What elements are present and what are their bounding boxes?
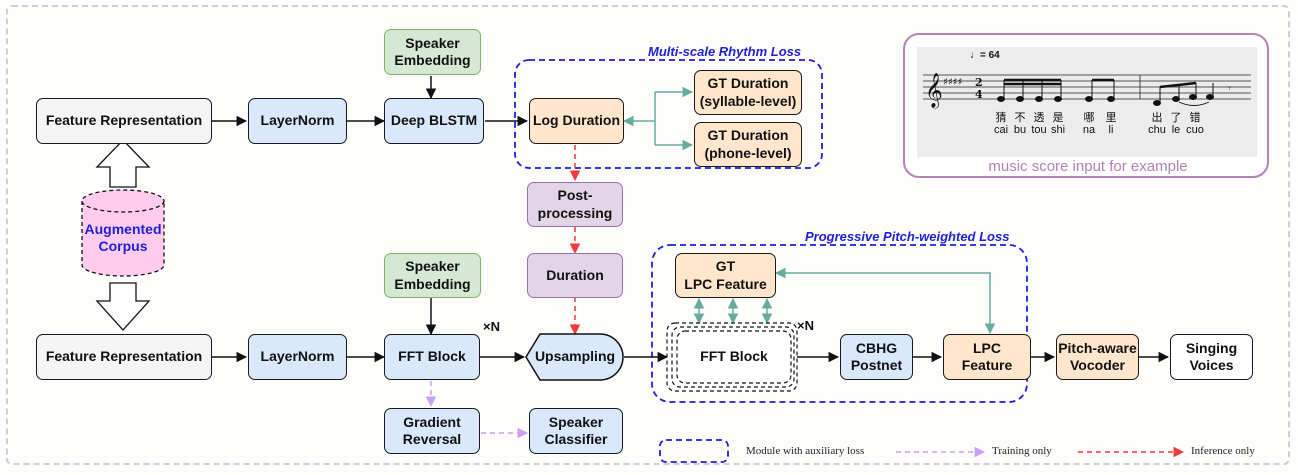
lyric-hanzi: 猜 — [995, 112, 1007, 124]
gt-lpc-feature: GT LPC Feature — [675, 253, 776, 298]
lyric-pinyin: li — [1108, 124, 1114, 136]
lyric-hanzi: 是 — [1052, 112, 1064, 124]
rhythm-loss-group — [514, 59, 823, 169]
lyric-hanzi: 错 — [1189, 112, 1201, 124]
speaker-classifier: Speaker Classifier — [529, 408, 623, 454]
duration: Duration — [527, 253, 623, 298]
augmented-corpus-cylinder — [81, 189, 165, 277]
legend-inference-label: Inference only — [1191, 445, 1255, 457]
svg-text:4: 4 — [975, 88, 983, 101]
fft-block-main: FFT Block — [384, 334, 480, 380]
deep-blstm: Deep BLSTM — [384, 98, 484, 144]
feature-representation-bottom: Feature Representation — [36, 334, 212, 380]
pitch-loss-label: Progressive Pitch-weighted Loss — [805, 229, 1010, 244]
post-processing: Post- processing — [527, 182, 623, 227]
pitch-loss-group — [651, 244, 1028, 403]
lyric-hanzi: 里 — [1105, 112, 1117, 124]
lyric-pinyin: chu — [1148, 124, 1166, 136]
hollow-arrow-down — [95, 282, 151, 331]
legend-aux-label: Module with auxiliary loss — [746, 445, 865, 457]
lyric-hanzi: 不 — [1014, 112, 1026, 124]
augmented-corpus-label: Augmented Corpus — [84, 220, 162, 255]
svg-text:𝄾: 𝄾 — [1228, 82, 1231, 95]
log-duration: Log Duration — [529, 98, 624, 144]
lyric-pinyin: bu — [1013, 124, 1027, 136]
gt-duration-syllable: GT Duration (syllable-level) — [694, 70, 802, 115]
layernorm-top: LayerNorm — [248, 98, 347, 144]
hollow-arrow-up — [95, 139, 151, 188]
speaker-embedding-top: Speaker Embedding — [384, 29, 481, 75]
lyric-pinyin: cai — [993, 124, 1009, 136]
upsampling-shape — [525, 333, 624, 381]
fft-block-inner: FFT Block — [700, 348, 768, 365]
svg-text:𝄞: 𝄞 — [925, 73, 943, 109]
rhythm-loss-label: Multi-scale Rhythm Loss — [648, 44, 802, 59]
feature-representation-top: Feature Representation — [36, 98, 212, 144]
lyric-pinyin: tou — [1031, 124, 1047, 136]
lyric-pinyin: shi — [1050, 124, 1066, 136]
cbhg-postnet: CBHG Postnet — [840, 334, 913, 380]
music-score: 𝄞 ♯♯♯♯ 2 4 𝄾 — [917, 47, 1257, 157]
gradient-reversal: Gradient Reversal — [384, 408, 480, 454]
gt-duration-phone: GT Duration (phone-level) — [694, 122, 802, 167]
lyric-hanzi: 了 — [1170, 112, 1182, 124]
outer-frame — [6, 5, 1290, 465]
upsampling: Upsampling — [534, 348, 616, 365]
lpc-feature: LPC Feature — [943, 334, 1031, 380]
score-caption: music score input for example — [988, 158, 1188, 175]
lyric-hanzi: 哪 — [1083, 112, 1095, 124]
lyric-pinyin: le — [1171, 124, 1181, 136]
pitch-aware-vocoder: Pitch-aware Vocoder — [1056, 334, 1139, 380]
legend-aux-swatch — [659, 439, 729, 463]
lyric-pinyin: na — [1082, 124, 1096, 136]
singing-voices: Singing Voices — [1170, 334, 1253, 380]
lyric-hanzi: 透 — [1033, 112, 1045, 124]
layernorm-bottom: LayerNorm — [248, 334, 347, 380]
lyric-hanzi: 出 — [1151, 112, 1163, 124]
legend-training-label: Training only — [992, 445, 1052, 457]
fft-inner-repeat: ×N — [797, 318, 814, 333]
svg-text:2: 2 — [975, 76, 983, 89]
svg-text:♯♯♯♯: ♯♯♯♯ — [943, 77, 962, 88]
lyric-pinyin: cuo — [1186, 124, 1204, 136]
speaker-embedding-bottom: Speaker Embedding — [384, 253, 481, 298]
fft-main-repeat: ×N — [483, 319, 500, 334]
score-tempo: ♩= 64 — [970, 50, 1000, 61]
